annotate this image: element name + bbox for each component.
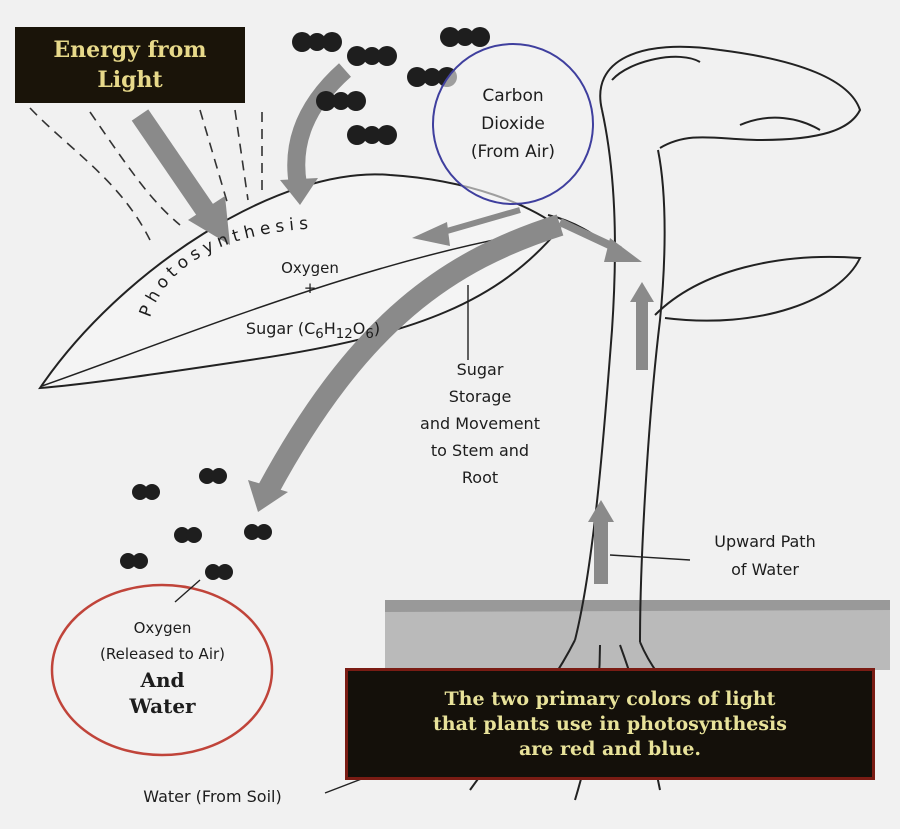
sugar-storage-line-5: Root	[461, 468, 499, 487]
fact-line-2: that plants use in photosynthesis	[433, 712, 787, 735]
co2-molecule	[292, 32, 342, 52]
carbon-line-1: Carbon	[482, 86, 544, 106]
sugar-storage-line-2: Storage	[448, 387, 512, 406]
carbon-dioxide-label: Carbon Dioxide (From Air)	[453, 82, 573, 166]
energy-line-1: Energy from	[53, 37, 207, 63]
leaf-oxygen-text: Oxygen	[281, 259, 339, 277]
carbon-dioxide-circle	[432, 43, 594, 205]
oxygen-release-line-1: Oxygen	[133, 619, 192, 637]
co2-molecule	[347, 125, 397, 145]
carbon-line-2: Dioxide	[481, 114, 545, 134]
carbon-dioxide-molecules	[292, 27, 490, 145]
co2-molecule	[347, 46, 397, 66]
co2-molecule	[316, 91, 366, 111]
sugar-storage-line-4: to Stem and	[430, 441, 530, 460]
water-from-soil-label: Water (From Soil)	[143, 787, 282, 806]
energy-line-2: Light	[97, 67, 163, 93]
oxygen-release-circle	[50, 583, 274, 757]
leaf-vein	[41, 227, 561, 387]
sugar-storage-label: Sugar Storage and Movement to Stem and R…	[385, 356, 575, 491]
formula-close: )	[373, 319, 381, 338]
upward-line-1: Upward Path	[714, 532, 816, 551]
sugar-storage-line-1: Sugar	[456, 360, 504, 379]
sugar-storage-line-3: and Movement	[420, 414, 540, 433]
formula-o: O	[352, 319, 366, 338]
leaf-plus: +	[303, 279, 317, 297]
formula-sub-o: 6	[365, 327, 374, 343]
formula-sub-c: 6	[315, 327, 324, 343]
carbon-line-3: (From Air)	[470, 142, 556, 162]
light-rays	[29, 107, 263, 241]
flow-arrows	[131, 63, 654, 584]
leaf-oxygen-label: Oxygen +	[240, 256, 380, 296]
oxygen-molecules	[120, 468, 272, 580]
upward-path-label: Upward Path of Water	[690, 528, 840, 584]
o2-molecule	[120, 553, 148, 569]
o2-molecule	[244, 524, 272, 540]
fact-line-3: are red and blue.	[518, 737, 702, 760]
sugar-prefix: Sugar (C	[245, 319, 316, 338]
oxygen-release-line-4: Water	[129, 694, 196, 718]
formula-h: H	[323, 319, 336, 338]
o2-molecule	[199, 468, 227, 484]
o2-molecule	[205, 564, 233, 580]
co2-molecule	[440, 27, 490, 47]
o2-molecule	[174, 527, 202, 543]
fact-line-1: The two primary colors of light	[444, 687, 776, 710]
o2-molecule	[132, 484, 160, 500]
upward-line-2: of Water	[731, 560, 799, 579]
fact-box: The two primary colors of light that pla…	[345, 668, 875, 780]
oxygen-release-line-3: And	[140, 668, 185, 692]
sugar-formula: Sugar (C6H12O6)	[203, 318, 423, 346]
formula-sub-h: 12	[335, 327, 353, 343]
energy-from-light-box: Energy from Light	[15, 27, 245, 103]
oxygen-release-label: Oxygen (Released to Air) And Water	[60, 615, 265, 719]
oxygen-release-line-2: (Released to Air)	[99, 645, 226, 663]
soil	[385, 600, 890, 670]
